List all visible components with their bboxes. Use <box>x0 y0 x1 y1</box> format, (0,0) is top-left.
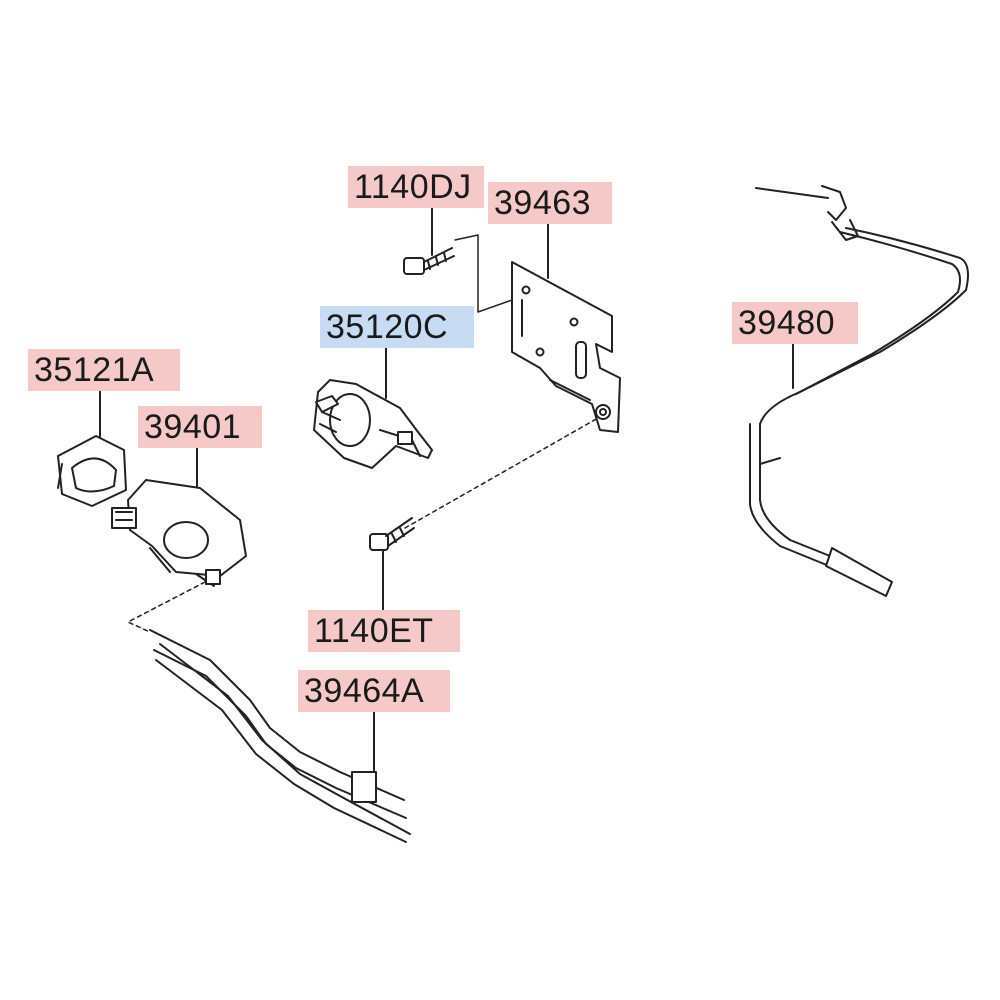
solenoid-35120C-drawing <box>313 379 433 469</box>
part-label-39463[interactable]: 39463 <box>488 182 612 224</box>
assembly-line-top <box>454 234 513 313</box>
part-label-39464A[interactable]: 39464A <box>298 670 450 712</box>
valve-39401-drawing <box>111 479 247 587</box>
bolt-1140DJ-drawing <box>403 247 455 275</box>
bracket-39463-drawing <box>511 261 621 433</box>
part-label-35121A[interactable]: 35121A <box>28 349 180 391</box>
dashed-line-hose <box>127 581 206 633</box>
part-label-35120C[interactable]: 35120C <box>320 306 474 348</box>
part-label-1140ET[interactable]: 1140ET <box>308 610 460 652</box>
hose-39464A-drawing <box>149 629 411 843</box>
rod-39480-drawing <box>749 185 969 597</box>
part-label-39480[interactable]: 39480 <box>732 302 858 344</box>
part-label-1140DJ[interactable]: 1140DJ <box>348 166 484 208</box>
clip-35121A-drawing <box>57 435 127 507</box>
bolt-1140ET-drawing <box>369 517 415 551</box>
dashed-line-bolt <box>404 417 599 529</box>
part-label-39401[interactable]: 39401 <box>138 406 262 448</box>
